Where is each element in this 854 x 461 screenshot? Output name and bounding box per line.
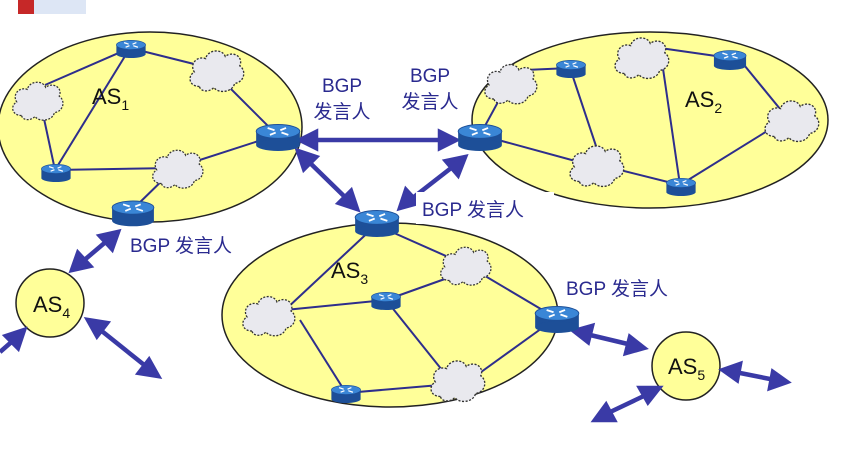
as2-router-south	[665, 177, 697, 196]
as3-label: AS3	[331, 258, 368, 287]
as3-north-label-background	[416, 192, 554, 224]
as2-west-speaker-label-line2: 发言人	[401, 91, 458, 113]
as1-router-west	[40, 163, 72, 182]
as2-bgp-speaker-router	[457, 123, 503, 152]
as3-east-speaker-label: BGP 发言人	[566, 278, 668, 300]
as3-north-speaker-label: BGP 发言人	[422, 199, 524, 221]
as3-bgp-speaker-router-north	[354, 209, 400, 238]
as2-label: AS2	[685, 87, 722, 116]
as3-router-south	[330, 384, 362, 403]
as5-oval	[651, 331, 721, 401]
as2-router-east	[713, 49, 747, 70]
as1-bgp-speaker-router-south	[111, 200, 155, 227]
as3-router-center	[370, 291, 402, 310]
inter-as-links	[0, 128, 792, 423]
corner-decoration	[18, 0, 34, 14]
as5-label: AS5	[668, 354, 705, 383]
as2-west-speaker-label-line1: BGP	[410, 66, 450, 87]
as2-router-north	[555, 59, 587, 78]
as5-region	[651, 331, 721, 401]
as3-bgp-speaker-router-east	[534, 305, 580, 334]
corner-decoration-light	[34, 0, 86, 14]
as1-label: AS1	[92, 84, 129, 113]
as1-south-speaker-label: BGP 发言人	[130, 235, 232, 257]
as1-east-speaker-label-line2: 发言人	[313, 101, 370, 123]
as4-region	[15, 268, 85, 338]
as1-bgp-speaker-router	[255, 123, 301, 152]
as4-label: AS4	[33, 292, 70, 321]
as1-east-speaker-label-line1: BGP	[322, 76, 362, 97]
as4-oval	[15, 268, 85, 338]
as1-router-north	[115, 39, 147, 58]
